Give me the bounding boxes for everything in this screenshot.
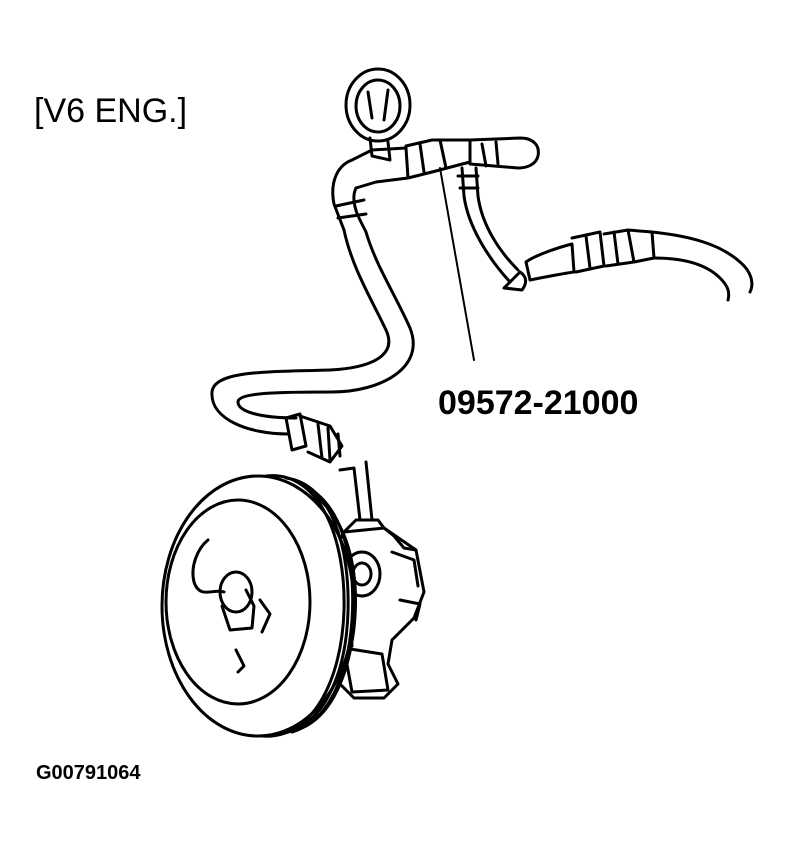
pressure-line <box>524 228 754 302</box>
branch-hose <box>456 166 528 292</box>
part-number-label: 09572-21000 <box>438 384 639 422</box>
power-steering-pump-icon <box>318 460 426 700</box>
gauge-tee-fitting <box>350 136 540 190</box>
hose-icon <box>210 228 415 464</box>
pressure-gauge-icon <box>344 67 412 162</box>
callout-leader <box>439 167 475 361</box>
engine-label: [V6 ENG.] <box>34 92 188 130</box>
figure-id: G00791064 <box>36 762 141 784</box>
upper-elbow <box>331 158 368 234</box>
pulley-icon <box>160 474 357 738</box>
